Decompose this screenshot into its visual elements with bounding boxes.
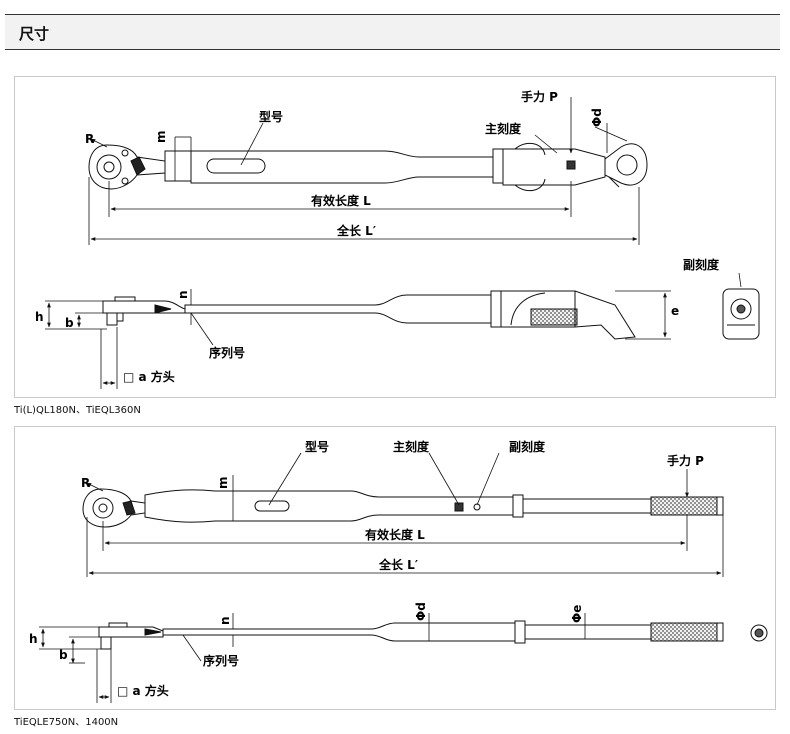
grip-band xyxy=(492,148,504,184)
end-view-2 xyxy=(750,624,768,642)
dimension-lines-top xyxy=(88,97,640,245)
label-R-2: R xyxy=(81,476,90,490)
dimension-lines-top-2 xyxy=(86,452,724,577)
label-effective-length: 有效长度 L xyxy=(311,193,371,208)
model-slot xyxy=(206,158,266,174)
label-sub-scale-2: 副刻度 xyxy=(509,439,546,454)
label-phi-e: Φe xyxy=(570,605,584,623)
wrench-diagram-2: R m 型号 主刻度 副刻度 手力 P 有效长度 L 全长 L′ xyxy=(29,439,768,703)
model-slot-2 xyxy=(254,500,290,512)
label-hand-force: 手力 P xyxy=(521,89,558,104)
label-serial-2: 序列号 xyxy=(203,653,239,668)
label-serial: 序列号 xyxy=(209,345,245,360)
label-hand-force-2: 手力 P xyxy=(667,453,704,468)
grip-knurl xyxy=(530,308,578,326)
label-total-length: 全长 L′ xyxy=(336,223,376,238)
square-drive-2 xyxy=(100,636,112,650)
label-total-length-2: 全长 L′ xyxy=(378,557,418,572)
dimension-lines-side xyxy=(45,289,671,389)
wrench2-side-view xyxy=(98,620,724,650)
end-socket xyxy=(616,154,638,176)
section-title: 尺寸 xyxy=(19,25,50,43)
end-view xyxy=(722,288,760,340)
label-h-2: h xyxy=(29,632,38,646)
label-phi-d: Φd xyxy=(590,108,604,127)
label-main-scale: 主刻度 xyxy=(485,121,522,136)
label-n: n xyxy=(176,290,190,299)
wrench-top-view xyxy=(88,142,648,192)
label-m-2: m xyxy=(216,476,230,489)
wrench-side-view xyxy=(102,290,636,340)
label-n-2: n xyxy=(218,616,232,625)
label-model-2: 型号 xyxy=(305,439,329,454)
wrench-diagram-1: R m 型号 手力 P 主刻度 Φd 有效长度 L 全长 L′ xyxy=(35,89,760,389)
label-sub-scale: 副刻度 xyxy=(683,257,720,272)
label-b: b xyxy=(65,316,74,330)
diagram-2-caption: TiEQLE750N、1400N xyxy=(14,717,119,728)
grip-knurl-2 xyxy=(650,496,718,516)
wrench2-top-view xyxy=(82,488,724,528)
label-e: e xyxy=(671,304,679,318)
label-square-drive: □ a 方头 xyxy=(123,369,175,384)
label-model: 型号 xyxy=(259,109,283,124)
diagram-panel-2: R m 型号 主刻度 副刻度 手力 P 有效长度 L 全长 L′ xyxy=(14,426,776,710)
extension-tube xyxy=(522,498,652,514)
label-b-2: b xyxy=(59,648,68,662)
label-h: h xyxy=(35,310,44,324)
label-square-drive-2: □ a 方头 xyxy=(117,683,169,698)
square-drive xyxy=(106,312,118,326)
diagram-1-caption: Ti(L)QL180N、TiEQL360N xyxy=(14,405,141,416)
label-m: m xyxy=(154,130,168,143)
label-main-scale-2: 主刻度 xyxy=(393,439,430,454)
label-R: R xyxy=(85,132,94,146)
side-tube xyxy=(184,294,492,324)
dimension-lines-side-2 xyxy=(39,613,586,703)
diagram-panel-1: R m 型号 手力 P 主刻度 Φd 有效长度 L 全长 L′ xyxy=(14,76,776,398)
label-effective-length-2: 有效长度 L xyxy=(365,527,425,542)
label-phi-d-2: Φd xyxy=(414,602,428,621)
section-header: 尺寸 xyxy=(5,14,780,50)
